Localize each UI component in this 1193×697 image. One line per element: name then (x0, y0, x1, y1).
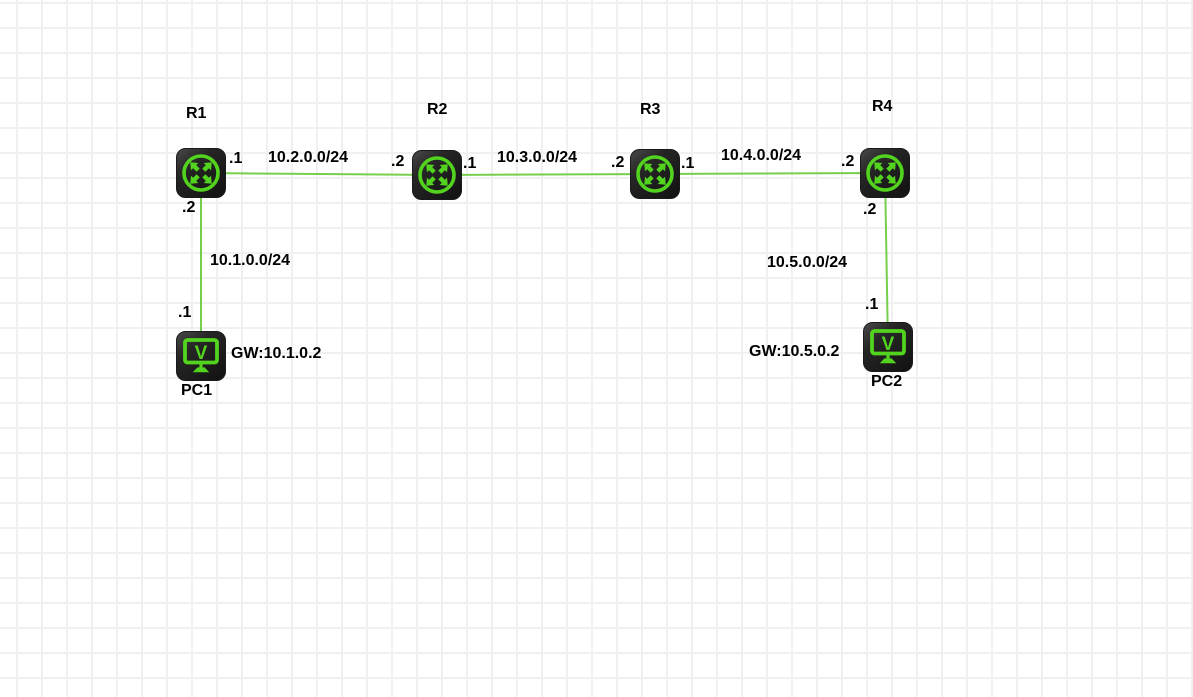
node-label-r2[interactable]: R2 (427, 101, 448, 118)
subnet-label-10-4-0-0[interactable]: 10.4.0.0/24 (721, 147, 802, 164)
svg-text:V: V (195, 343, 208, 364)
iface-label-r3-left[interactable]: .2 (611, 154, 625, 171)
iface-label-r1-right[interactable]: .1 (229, 150, 243, 167)
iface-label-pc2-top[interactable]: .1 (865, 296, 879, 313)
svg-text:V: V (882, 334, 895, 355)
gateway-label-pc1[interactable]: GW:10.1.0.2 (231, 345, 322, 362)
node-r2[interactable] (412, 150, 462, 200)
iface-label-r2-left[interactable]: .2 (391, 153, 405, 170)
iface-label-r4-bottom[interactable]: .2 (863, 201, 877, 218)
iface-label-pc1-top[interactable]: .1 (178, 304, 192, 321)
iface-label-r3-right[interactable]: .1 (681, 155, 695, 172)
node-label-pc1[interactable]: PC1 (181, 382, 213, 399)
link-r2-r3[interactable] (436, 173, 656, 176)
node-r3[interactable] (630, 149, 680, 199)
router-icon (860, 148, 910, 198)
router-icon (630, 149, 680, 199)
node-r4[interactable] (860, 148, 910, 198)
gateway-label-pc2[interactable]: GW:10.5.0.2 (749, 343, 840, 360)
iface-label-r4-left[interactable]: .2 (841, 153, 855, 170)
node-pc2[interactable]: V (863, 322, 913, 372)
node-pc1[interactable]: V (176, 331, 226, 381)
pc-icon: V (176, 331, 226, 381)
subnet-label-10-2-0-0[interactable]: 10.2.0.0/24 (268, 149, 349, 166)
node-r1[interactable] (176, 148, 226, 198)
subnet-label-10-3-0-0[interactable]: 10.3.0.0/24 (497, 149, 578, 166)
pc-icon: V (863, 322, 913, 372)
iface-label-r1-bottom[interactable]: .2 (182, 199, 196, 216)
link-r3-r4[interactable] (654, 172, 886, 175)
router-icon (412, 150, 462, 200)
link-r4-pc2[interactable] (884, 172, 889, 348)
node-label-r4[interactable]: R4 (872, 98, 893, 115)
node-label-pc2[interactable]: PC2 (871, 373, 903, 390)
node-label-r3[interactable]: R3 (640, 101, 661, 118)
node-label-r1[interactable]: R1 (186, 105, 207, 122)
subnet-label-10-5-0-0[interactable]: 10.5.0.0/24 (767, 254, 848, 271)
subnet-label-10-1-0-0[interactable]: 10.1.0.0/24 (210, 252, 291, 269)
iface-label-r2-right[interactable]: .1 (463, 155, 477, 172)
router-icon (176, 148, 226, 198)
link-r1-r2[interactable] (200, 172, 438, 176)
